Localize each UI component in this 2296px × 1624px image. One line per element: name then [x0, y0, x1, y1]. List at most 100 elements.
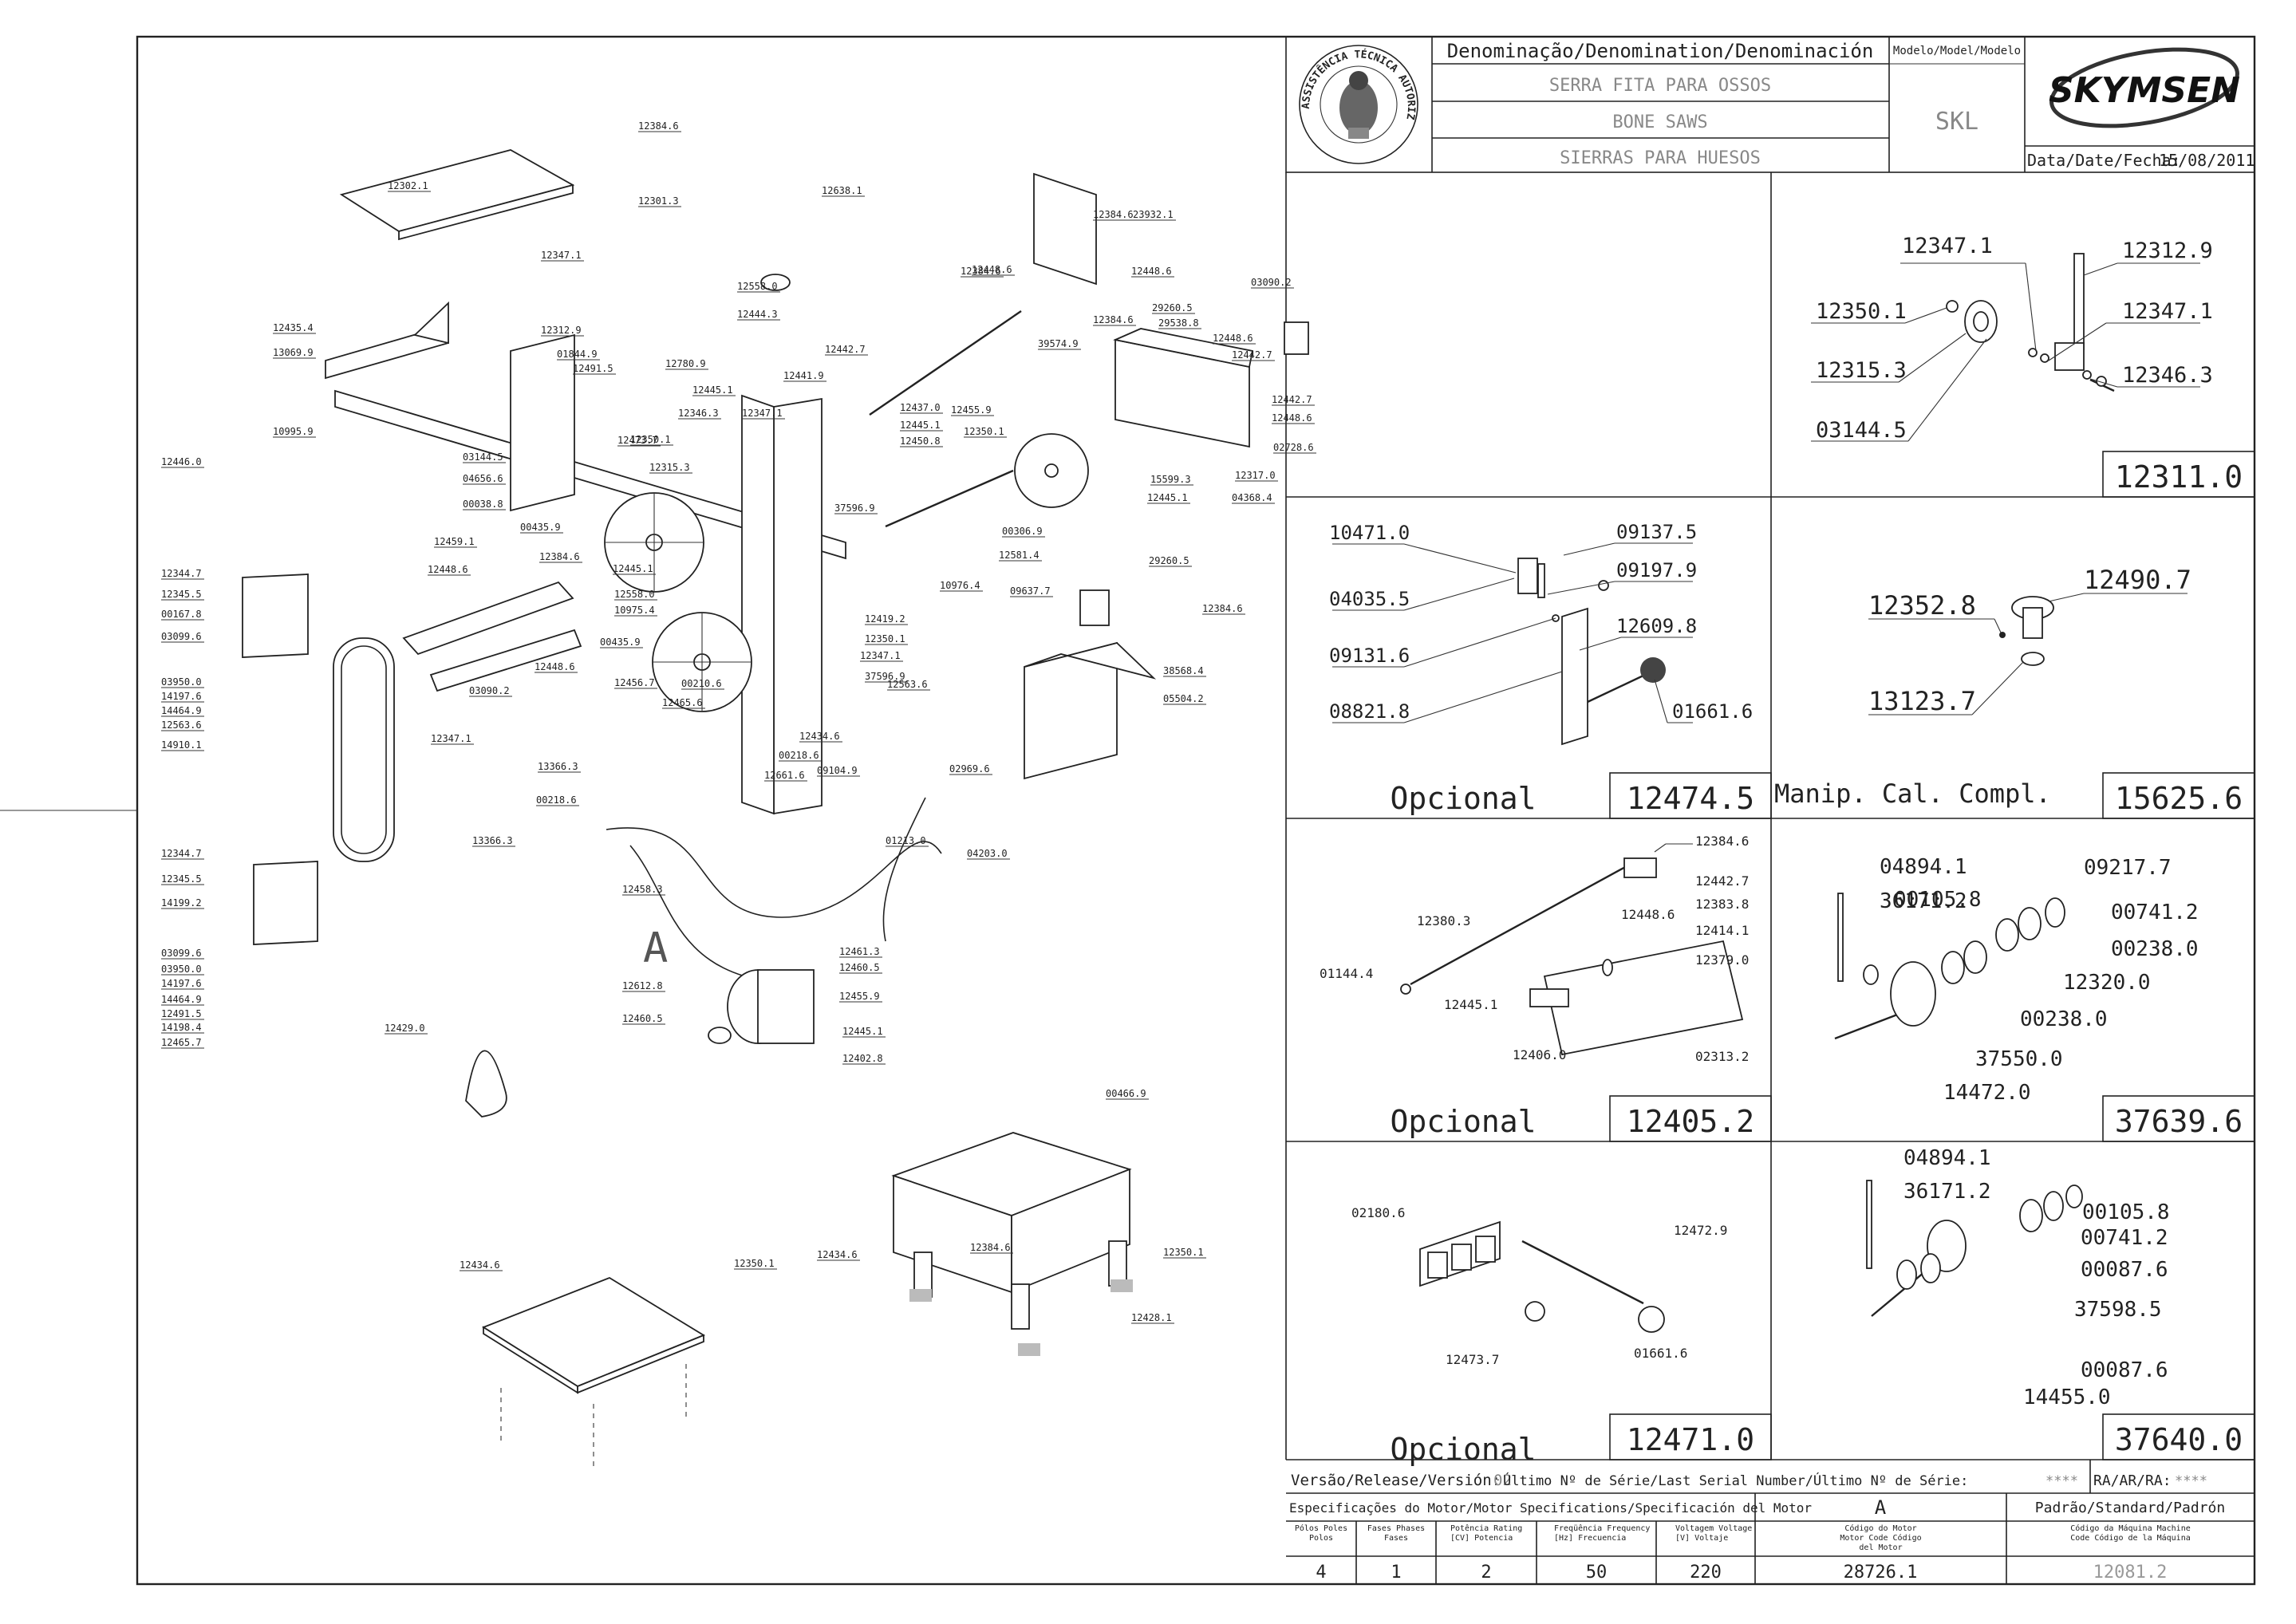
main-part-label: 12563.6 [161, 719, 202, 731]
main-part-label: 12444.3 [737, 309, 778, 320]
svg-text:12384.6: 12384.6 [1695, 834, 1749, 849]
svg-text:12320.0: 12320.0 [2063, 971, 2151, 995]
svg-text:36171.2: 36171.2 [1880, 889, 1967, 913]
panel-37639-drawing: 04894.1 36171.2 09217.7 00105.8 00741.2 … [1834, 855, 2199, 1105]
frequency-label: Freqüência Frequency [Hz] Frecuencia [1554, 1524, 1651, 1543]
main-part-label: 13069.9 [273, 347, 314, 358]
phases-value: 1 [1391, 1563, 1401, 1583]
svg-text:12352.8: 12352.8 [1868, 590, 1976, 621]
version-label: Versão/Release/Versión: [1291, 1472, 1501, 1489]
main-part-label: 12558.0 [737, 281, 778, 292]
svg-text:00087.6: 00087.6 [2081, 1358, 2168, 1382]
main-part-label: 12442.7 [1272, 394, 1312, 405]
main-part-label: 12315.3 [649, 462, 690, 473]
motor-code-value: 28726.1 [1844, 1563, 1918, 1583]
svg-text:00238.0: 00238.0 [2020, 1007, 2108, 1031]
main-part-label: 12347.1 [742, 408, 783, 419]
panel-12405-caption: Opcional [1390, 1104, 1536, 1139]
main-part-label: 10995.9 [273, 426, 314, 437]
main-part-label: 12345.5 [161, 589, 202, 600]
main-part-label: 10975.4 [614, 605, 655, 616]
main-part-label: 12429.0 [385, 1023, 425, 1034]
main-part-label: 03950.0 [161, 676, 202, 688]
main-part-label: 12350.1 [865, 633, 905, 644]
main-part-label: 14199.2 [161, 897, 202, 909]
svg-text:00741.2: 00741.2 [2111, 901, 2199, 924]
version-value: 02 [1493, 1472, 1512, 1489]
main-part-label: 12442.7 [825, 344, 866, 355]
date-label: Data/Date/Fecha: [2027, 151, 2181, 170]
svg-text:10471.0: 10471.0 [1329, 522, 1410, 544]
svg-text:12347.1: 12347.1 [1902, 234, 1993, 258]
main-part-label: 12347.1 [860, 650, 901, 661]
main-part-label: 12456.7 [614, 677, 655, 688]
svg-text:01661.6: 01661.6 [1634, 1346, 1687, 1361]
main-part-label: 03099.6 [161, 631, 202, 642]
panel-12471-drawing: 02180.6 12472.9 12473.7 01661.6 [1351, 1205, 1727, 1367]
voltage-value: 220 [1690, 1563, 1722, 1583]
main-part-label: 12302.1 [388, 180, 428, 191]
main-part-label: 12459.1 [434, 536, 475, 547]
main-part-label: 12434.6 [799, 731, 840, 742]
main-part-label: 12317.0 [1235, 470, 1276, 481]
panel-15625-drawing: 12352.8 12490.7 13123.7 [1868, 565, 2191, 716]
voltage-label: Voltagem Voltage [V] Voltaje [1675, 1524, 1753, 1543]
main-part-label: 12445.1 [900, 420, 941, 431]
main-part-label: 12461.3 [839, 946, 880, 957]
phases-label: Fases Phases Fases [1367, 1524, 1426, 1543]
svg-text:12380.3: 12380.3 [1417, 913, 1470, 928]
svg-text:37598.5: 37598.5 [2074, 1298, 2162, 1322]
svg-text:37550.0: 37550.0 [1975, 1047, 2063, 1071]
svg-text:12472.9: 12472.9 [1674, 1223, 1727, 1238]
svg-text:04894.1: 04894.1 [1880, 855, 1967, 879]
main-part-label: 12301.3 [638, 195, 679, 207]
serial-label-visible: Último Nº de Série/Last Serial Number/Úl… [1503, 1472, 1968, 1489]
svg-text:01144.4: 01144.4 [1320, 966, 1373, 981]
svg-text:14472.0: 14472.0 [1943, 1081, 2031, 1105]
main-part-labels: 12384.6 12302.1 12301.3 12638.1 12384.6 12448… [161, 120, 1316, 1324]
main-part-label: 12661.6 [764, 770, 805, 781]
main-part-label: 10976.4 [940, 580, 980, 591]
svg-text:09197.9: 09197.9 [1616, 559, 1697, 581]
svg-text:12379.0: 12379.0 [1695, 952, 1749, 968]
main-part-label: 12445.1 [842, 1026, 883, 1037]
svg-text:09217.7: 09217.7 [2084, 856, 2172, 880]
main-part-label: 12344.7 [161, 848, 202, 859]
main-part-label: 29260.5 [1152, 302, 1193, 313]
poles-label: Pólos Poles Polos [1294, 1524, 1348, 1543]
main-letter-a: A [643, 924, 668, 972]
main-part-label: 12384.6 [1202, 603, 1243, 614]
svg-text:09131.6: 09131.6 [1329, 644, 1410, 667]
main-part-label: 14197.6 [161, 978, 202, 989]
svg-text:12490.7: 12490.7 [2084, 565, 2191, 595]
main-part-label: 14464.9 [161, 994, 202, 1005]
main-part-label: 12448.6 [535, 661, 575, 672]
main-part-label: 00210.6 [681, 678, 722, 689]
seal-text: ASSISTÊNCIA TÉCNICA AUTORIZADA [0, 0, 1417, 120]
svg-text:12448.6: 12448.6 [1621, 907, 1675, 922]
main-part-label: 12384.6 [1093, 209, 1134, 220]
power-label: Potência Rating [CV] Potencia [1450, 1524, 1523, 1543]
svg-text:12442.7: 12442.7 [1695, 873, 1749, 889]
machine-code-label: Código da Máquina Machine Code Código de… [2070, 1524, 2191, 1543]
main-part-label: 01844.9 [557, 349, 598, 360]
footer-block: Versão/Release/Versión: 02 Último Nº de … [1286, 1460, 2255, 1584]
main-part-label: 12347.1 [541, 250, 582, 261]
main-part-label: 12445.1 [1147, 492, 1188, 503]
main-part-label: 12441.9 [783, 370, 824, 381]
standard-label: Padrão/Standard/Padrón [2035, 1500, 2225, 1516]
main-part-label: 12638.1 [822, 185, 862, 196]
svg-text:00238.0: 00238.0 [2111, 937, 2199, 961]
main-part-label: 12612.8 [622, 980, 663, 991]
main-part-label: 12450.8 [900, 436, 941, 447]
main-part-label: 14910.1 [161, 739, 202, 751]
svg-text:00741.2: 00741.2 [2081, 1226, 2168, 1250]
panel-37640-id: 37640.0 [2115, 1422, 2243, 1457]
svg-text:00105.8: 00105.8 [1894, 888, 1982, 912]
main-part-label: 12465.6 [662, 697, 703, 708]
panel-15625-caption: Manip. Cal. Compl. [1774, 778, 2051, 809]
model-header: Modelo/Model/Modelo [1893, 45, 2021, 57]
svg-text:04035.5: 04035.5 [1329, 588, 1410, 610]
main-part-label: 12446.0 [161, 456, 202, 467]
svg-text:00087.6: 00087.6 [2081, 1258, 2168, 1282]
